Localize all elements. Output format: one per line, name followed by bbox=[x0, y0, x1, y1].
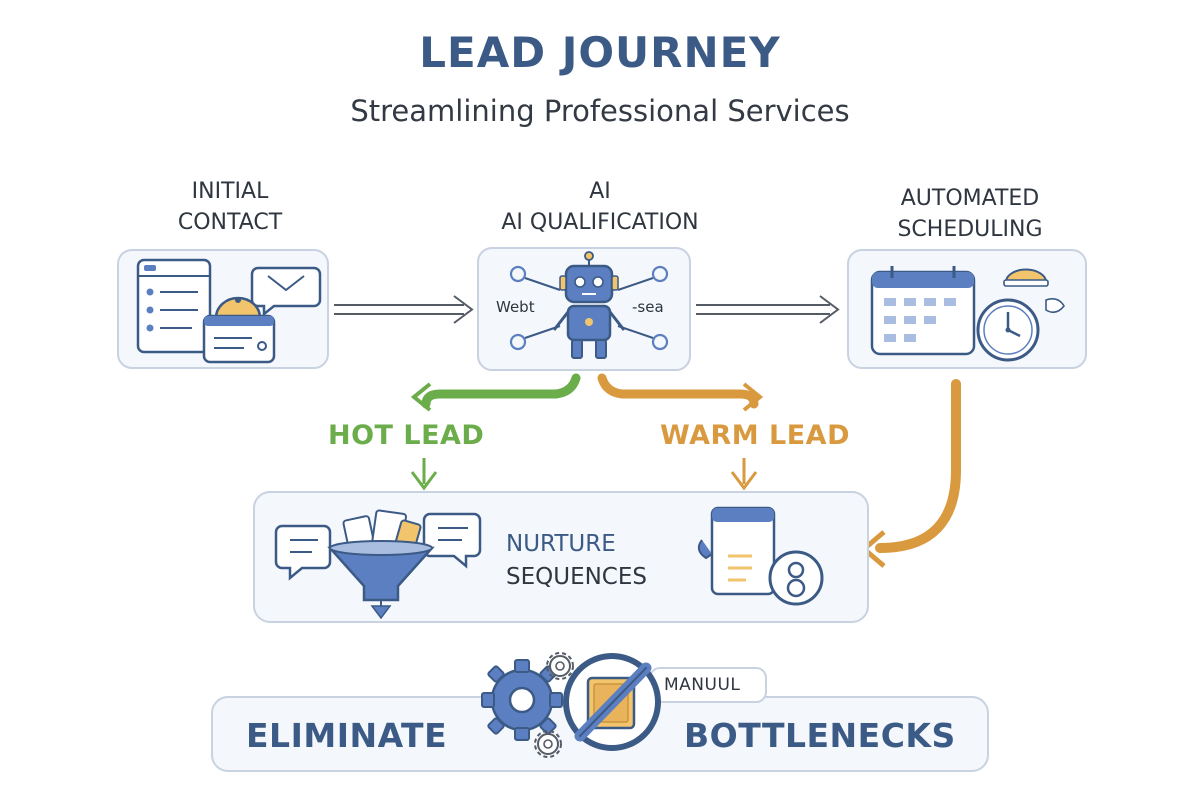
eliminate-bottlenecks-banner bbox=[211, 652, 989, 772]
automated-scheduling-card bbox=[847, 249, 1087, 369]
gear-icon bbox=[546, 652, 574, 680]
arrow-ai-to-scheduling bbox=[696, 295, 840, 324]
robot-icon bbox=[552, 251, 626, 359]
clock-icon bbox=[976, 298, 1040, 362]
user-badge-icon bbox=[768, 550, 824, 606]
email-bubble-icon bbox=[250, 266, 322, 317]
ai-qualification-card bbox=[477, 247, 691, 371]
calendar-icon bbox=[870, 266, 976, 356]
banner-right-word: BOTTLENECKS bbox=[684, 716, 956, 755]
hot-lead-branch-arrow bbox=[410, 373, 581, 412]
page-title: LEAD JOURNEY bbox=[419, 28, 781, 77]
nurture-sequences-card bbox=[253, 491, 869, 623]
warm-lead-down-arrow bbox=[730, 458, 758, 491]
scheduling-to-nurture-arrow bbox=[860, 379, 961, 568]
arrow-contact-to-ai bbox=[334, 295, 474, 324]
robot-left-text: Webt bbox=[496, 298, 535, 316]
gear-icon bbox=[534, 730, 562, 758]
prohibited-document-icon bbox=[563, 653, 661, 751]
ai-qualification-label: AI AI QUALIFICATION bbox=[501, 179, 699, 235]
initial-contact-card bbox=[117, 249, 329, 369]
person-laptop-icon bbox=[202, 296, 276, 364]
robot-right-text: -sea bbox=[632, 298, 664, 316]
manual-tag: MANUUL bbox=[664, 675, 741, 695]
chat-bubble-icon bbox=[274, 524, 332, 581]
automated-scheduling-label: AUTOMATED SCHEDULING bbox=[897, 186, 1043, 242]
page-subtitle: Streamlining Professional Services bbox=[350, 94, 850, 128]
hot-lead-down-arrow bbox=[410, 458, 438, 491]
gear-icon bbox=[481, 659, 563, 741]
funnel-icon bbox=[327, 509, 435, 620]
warm-lead-branch-arrow bbox=[597, 373, 764, 412]
reminder-icon bbox=[1003, 268, 1065, 314]
initial-contact-label: INITIAL CONTACT bbox=[177, 179, 283, 235]
web-form-icon bbox=[136, 258, 212, 354]
hot-lead-label: HOT LEAD bbox=[328, 420, 485, 451]
inbox-icon bbox=[697, 506, 776, 596]
warm-lead-label: WARM LEAD bbox=[660, 420, 850, 451]
chat-bubble-icon bbox=[422, 512, 482, 569]
nurture-sequences-label: NURTURE SEQUENCES bbox=[506, 531, 647, 590]
banner-left-word: ELIMINATE bbox=[246, 716, 448, 755]
